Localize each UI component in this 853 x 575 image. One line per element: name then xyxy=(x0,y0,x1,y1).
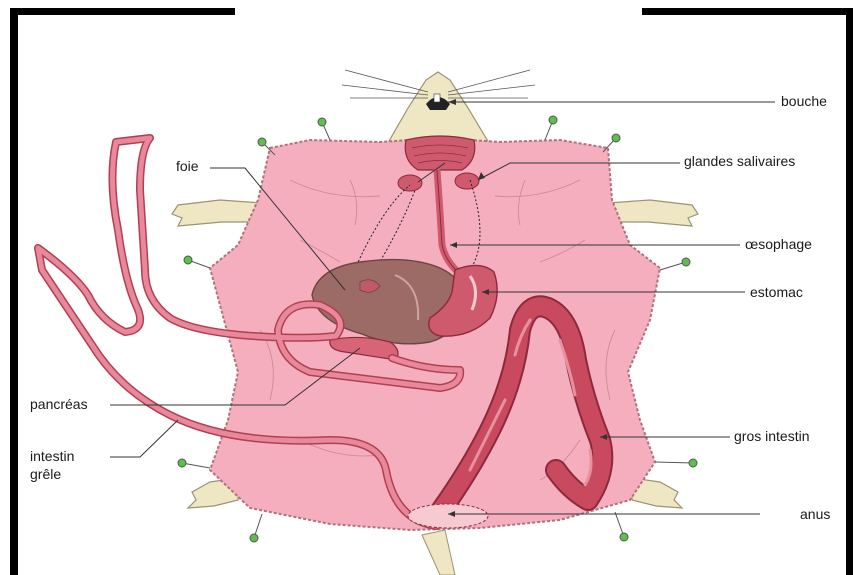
frame-top-right-bar xyxy=(642,8,853,15)
incisors xyxy=(434,94,440,102)
salivary-gland-left xyxy=(398,175,422,191)
frame-top-left-bar xyxy=(10,8,235,15)
label-glandes-salivaires: glandes salivaires xyxy=(684,153,795,170)
rectum-area xyxy=(408,504,488,528)
salivary-gland-right xyxy=(455,173,479,189)
label-foie: foie xyxy=(176,158,199,175)
label-oesophage: œsophage xyxy=(745,236,812,253)
leader-intestin xyxy=(110,420,178,457)
frame-right-bar xyxy=(846,8,853,575)
tail xyxy=(422,530,455,575)
label-gros-intestin: gros intestin xyxy=(734,428,809,445)
label-intestin-line2: grêle xyxy=(30,466,61,483)
frame-left-bar xyxy=(10,8,18,575)
label-anus: anus xyxy=(800,506,830,523)
label-estomac: estomac xyxy=(750,284,803,301)
label-intestin-line1: intestin xyxy=(30,448,74,465)
label-pancreas: pancréas xyxy=(30,396,88,413)
label-bouche: bouche xyxy=(781,93,827,110)
